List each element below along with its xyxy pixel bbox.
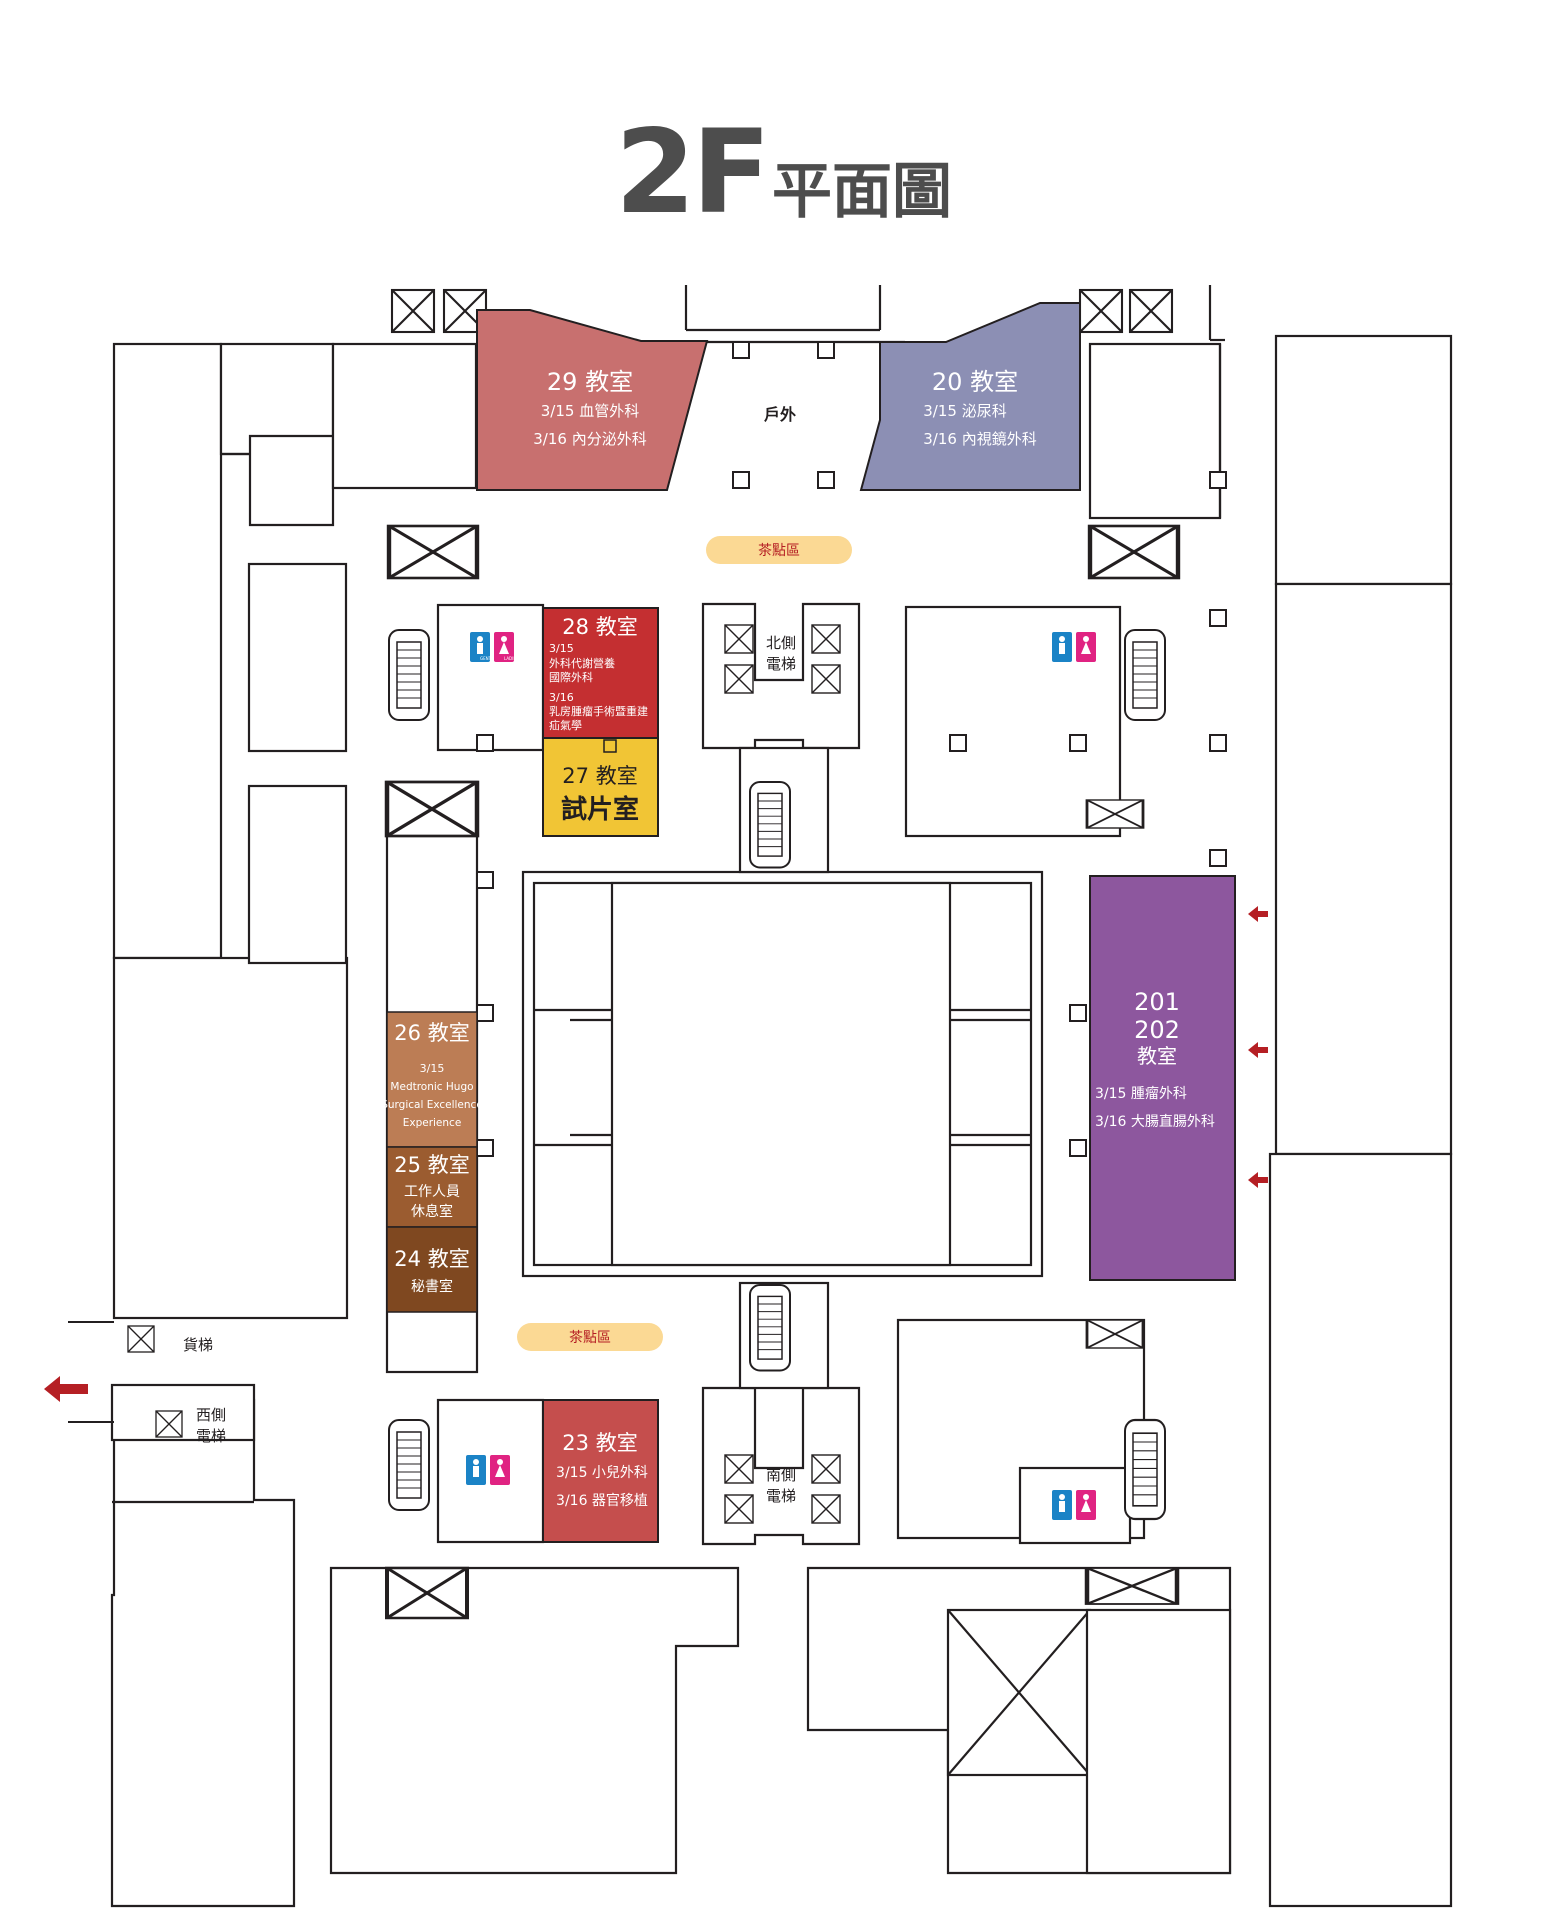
room-201-202[interactable]: 201 202 教室 3/15 腫瘤外科 3/16 大腸直腸外科: [1089, 875, 1236, 1281]
room-23-name: 23 教室: [562, 1431, 637, 1455]
floor-number: 2F: [615, 105, 771, 240]
room-25-l1: 工作人員: [404, 1184, 460, 1200]
tea-area-bottom: 茶點區: [517, 1323, 663, 1351]
room-201-label: 教室: [1137, 1044, 1177, 1068]
room-28[interactable]: 28 教室 3/15 外科代謝營養 國際外科 3/16 乳房腫瘤手術暨重建 疝氣…: [542, 607, 659, 739]
room-24-l1: 秘書室: [411, 1278, 453, 1295]
room-29-line1: 3/15 血管外科: [541, 402, 639, 420]
room-27-name: 27 教室: [562, 764, 637, 788]
outdoor-label: 戶外: [764, 405, 796, 424]
west-elevator-label-1: 西側: [196, 1406, 226, 1424]
room-202: 202: [1134, 1016, 1180, 1044]
gents-label: GENTS: [480, 656, 494, 661]
ladies-label: LADIES: [504, 656, 519, 661]
room-23[interactable]: 23 教室 3/15 小兒外科 3/16 器官移植: [542, 1399, 659, 1543]
west-elevator-label-2: 電梯: [196, 1427, 226, 1445]
room-27-sub: 試片室: [561, 794, 639, 825]
room-201: 201: [1134, 988, 1180, 1016]
room-20[interactable]: 20 教室 3/15 泌尿科 3/16 內視鏡外科: [859, 302, 1081, 491]
room-25[interactable]: 25 教室 工作人員 休息室: [386, 1146, 478, 1228]
svg-text:茶點區: 茶點區: [569, 1330, 611, 1346]
room-20-line1: 3/15 泌尿科: [923, 402, 1006, 420]
room-27[interactable]: 27 教室 試片室: [542, 737, 659, 837]
room-28-name: 28 教室: [562, 615, 637, 639]
room-28-d1a: 外科代謝營養: [549, 656, 615, 670]
north-elevator-label-1: 北側: [766, 634, 796, 652]
room-24-name: 24 教室: [394, 1247, 469, 1271]
floor-plan-title: 平面圖: [772, 157, 952, 227]
arrow-left-icon: [44, 906, 1268, 1402]
room-28-date2: 3/16: [549, 691, 574, 704]
room-26[interactable]: 26 教室 3/15 Medtronic Hugo Surgical Excel…: [381, 1011, 483, 1148]
room-201-line1: 3/15 腫瘤外科: [1095, 1085, 1187, 1102]
room-23-line2: 3/16 器官移植: [556, 1493, 648, 1509]
entrance-lines: [68, 1321, 114, 1423]
south-elevator-label-2: 電梯: [766, 1487, 796, 1505]
room-26-l2: Medtronic Hugo: [390, 1081, 473, 1093]
freight-elevator-label: 貨梯: [183, 1336, 213, 1354]
room-201-line2: 3/16 大腸直腸外科: [1095, 1113, 1215, 1130]
room-26-name: 26 教室: [394, 1021, 469, 1045]
room-29-line2: 3/16 內分泌外科: [533, 430, 646, 448]
room-24[interactable]: 24 教室 秘書室: [386, 1226, 478, 1313]
room-28-d2b: 疝氣學: [549, 718, 582, 732]
room-29[interactable]: 29 教室 3/15 血管外科 3/16 內分泌外科: [476, 309, 709, 491]
building-outline: [110, 285, 1453, 1908]
room-28-d2a: 乳房腫瘤手術暨重建: [549, 704, 648, 718]
north-elevator-label-2: 電梯: [766, 655, 796, 673]
room-26-l1: 3/15: [420, 1062, 445, 1075]
tea-area-top: 茶點區: [706, 536, 852, 564]
room-29-name: 29 教室: [547, 368, 633, 396]
room-20-name: 20 教室: [932, 368, 1018, 396]
svg-text:茶點區: 茶點區: [758, 543, 800, 559]
room-28-date1: 3/15: [549, 642, 574, 655]
room-25-l2: 休息室: [411, 1203, 453, 1220]
room-28-d1b: 國際外科: [549, 670, 593, 684]
room-20-line2: 3/16 內視鏡外科: [923, 430, 1036, 448]
room-26-l4: Experience: [403, 1117, 462, 1129]
south-elevator-label-1: 南側: [766, 1466, 796, 1484]
room-23-line1: 3/15 小兒外科: [556, 1465, 648, 1481]
room-26-l3: Surgical Excellence: [381, 1099, 483, 1111]
room-25-name: 25 教室: [394, 1153, 469, 1177]
